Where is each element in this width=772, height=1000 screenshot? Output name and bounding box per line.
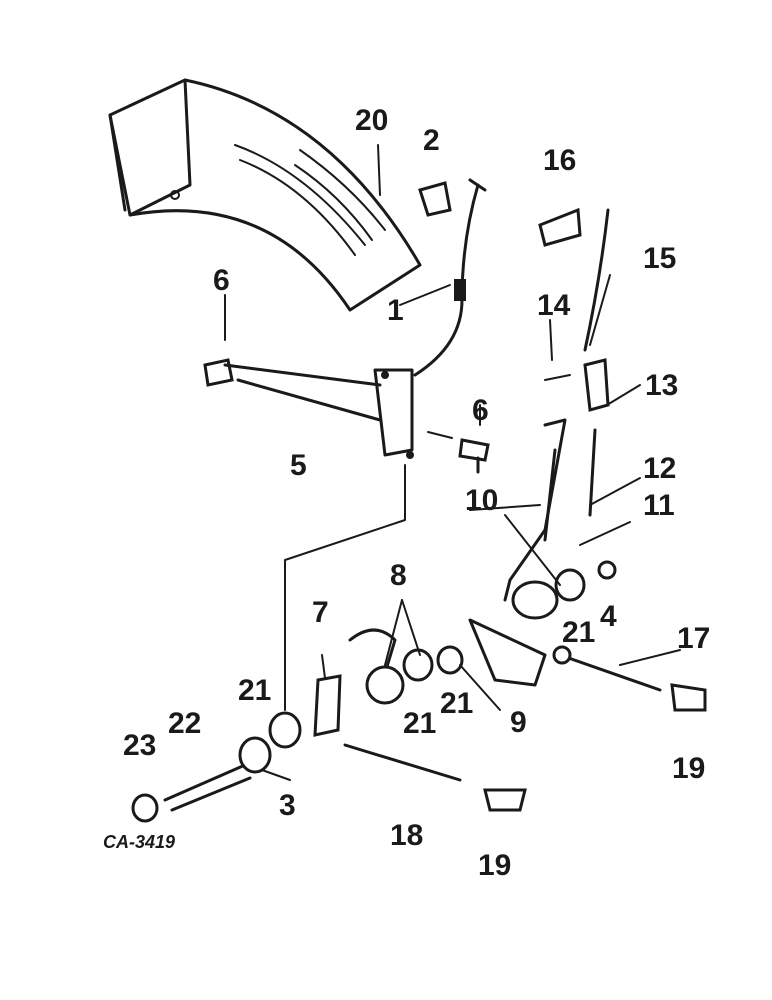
- callout-8: 8: [390, 559, 407, 592]
- figure-code: CA-3419: [103, 832, 175, 852]
- upper-lever: [583, 208, 610, 352]
- bolt-lower: [343, 743, 462, 782]
- callout-5: 5: [290, 449, 307, 482]
- callout-21d: 21: [440, 687, 473, 720]
- callout-18: 18: [390, 819, 423, 852]
- fitting: [427, 431, 490, 474]
- callout-19a: 19: [672, 752, 705, 785]
- callout-4: 4: [600, 600, 617, 633]
- washer: [131, 793, 159, 823]
- callout-10: 10: [465, 484, 498, 517]
- swing-arm: [468, 618, 547, 687]
- callout-23: 23: [123, 729, 156, 762]
- callout-7: 7: [312, 596, 329, 629]
- bracket: [313, 674, 342, 737]
- callout-14: 14: [537, 289, 571, 322]
- clevis-lower: [483, 788, 527, 812]
- callout-21a: 21: [562, 616, 595, 649]
- rod: [588, 428, 597, 517]
- bolt-right: [558, 653, 662, 692]
- pin: [538, 207, 582, 247]
- callout-6b: 6: [472, 394, 489, 427]
- ring: [597, 560, 617, 580]
- shift-shaft: [203, 358, 414, 459]
- callout-19b: 19: [478, 849, 511, 882]
- leader-lines: [224, 144, 681, 781]
- bell-crank: [503, 418, 586, 620]
- callout-16: 16: [543, 144, 576, 177]
- clevis-pin: [544, 374, 571, 381]
- shaft: [163, 763, 247, 802]
- callout-2: 2: [423, 124, 440, 157]
- spring: [579, 521, 631, 546]
- clevis: [583, 358, 610, 412]
- callout-15: 15: [643, 242, 676, 275]
- callout-3: 3: [279, 789, 296, 822]
- link-rod: [284, 464, 406, 711]
- clevis-right: [670, 683, 707, 712]
- bushing: [365, 665, 405, 705]
- quadrant-cover: [108, 78, 422, 312]
- collar: [268, 711, 302, 749]
- bearing: [238, 736, 272, 774]
- callouts: 20 2 16 15 1 6 14 13 6 5 12 10 11 8 7 21…: [103, 104, 710, 882]
- callout-20: 20: [355, 104, 388, 137]
- callout-21b: 21: [238, 674, 271, 707]
- callout-12: 12: [643, 452, 676, 485]
- callout-22: 22: [168, 707, 201, 740]
- callout-21c: 21: [403, 707, 436, 740]
- knob: [418, 181, 452, 217]
- callout-9: 9: [510, 706, 527, 739]
- callout-6a: 6: [213, 264, 230, 297]
- callout-1: 1: [387, 294, 404, 327]
- callout-11: 11: [643, 489, 675, 522]
- callout-13: 13: [645, 369, 678, 402]
- callout-17: 17: [677, 622, 710, 655]
- shift-lever: [413, 178, 487, 377]
- lever-arm: [348, 628, 397, 692]
